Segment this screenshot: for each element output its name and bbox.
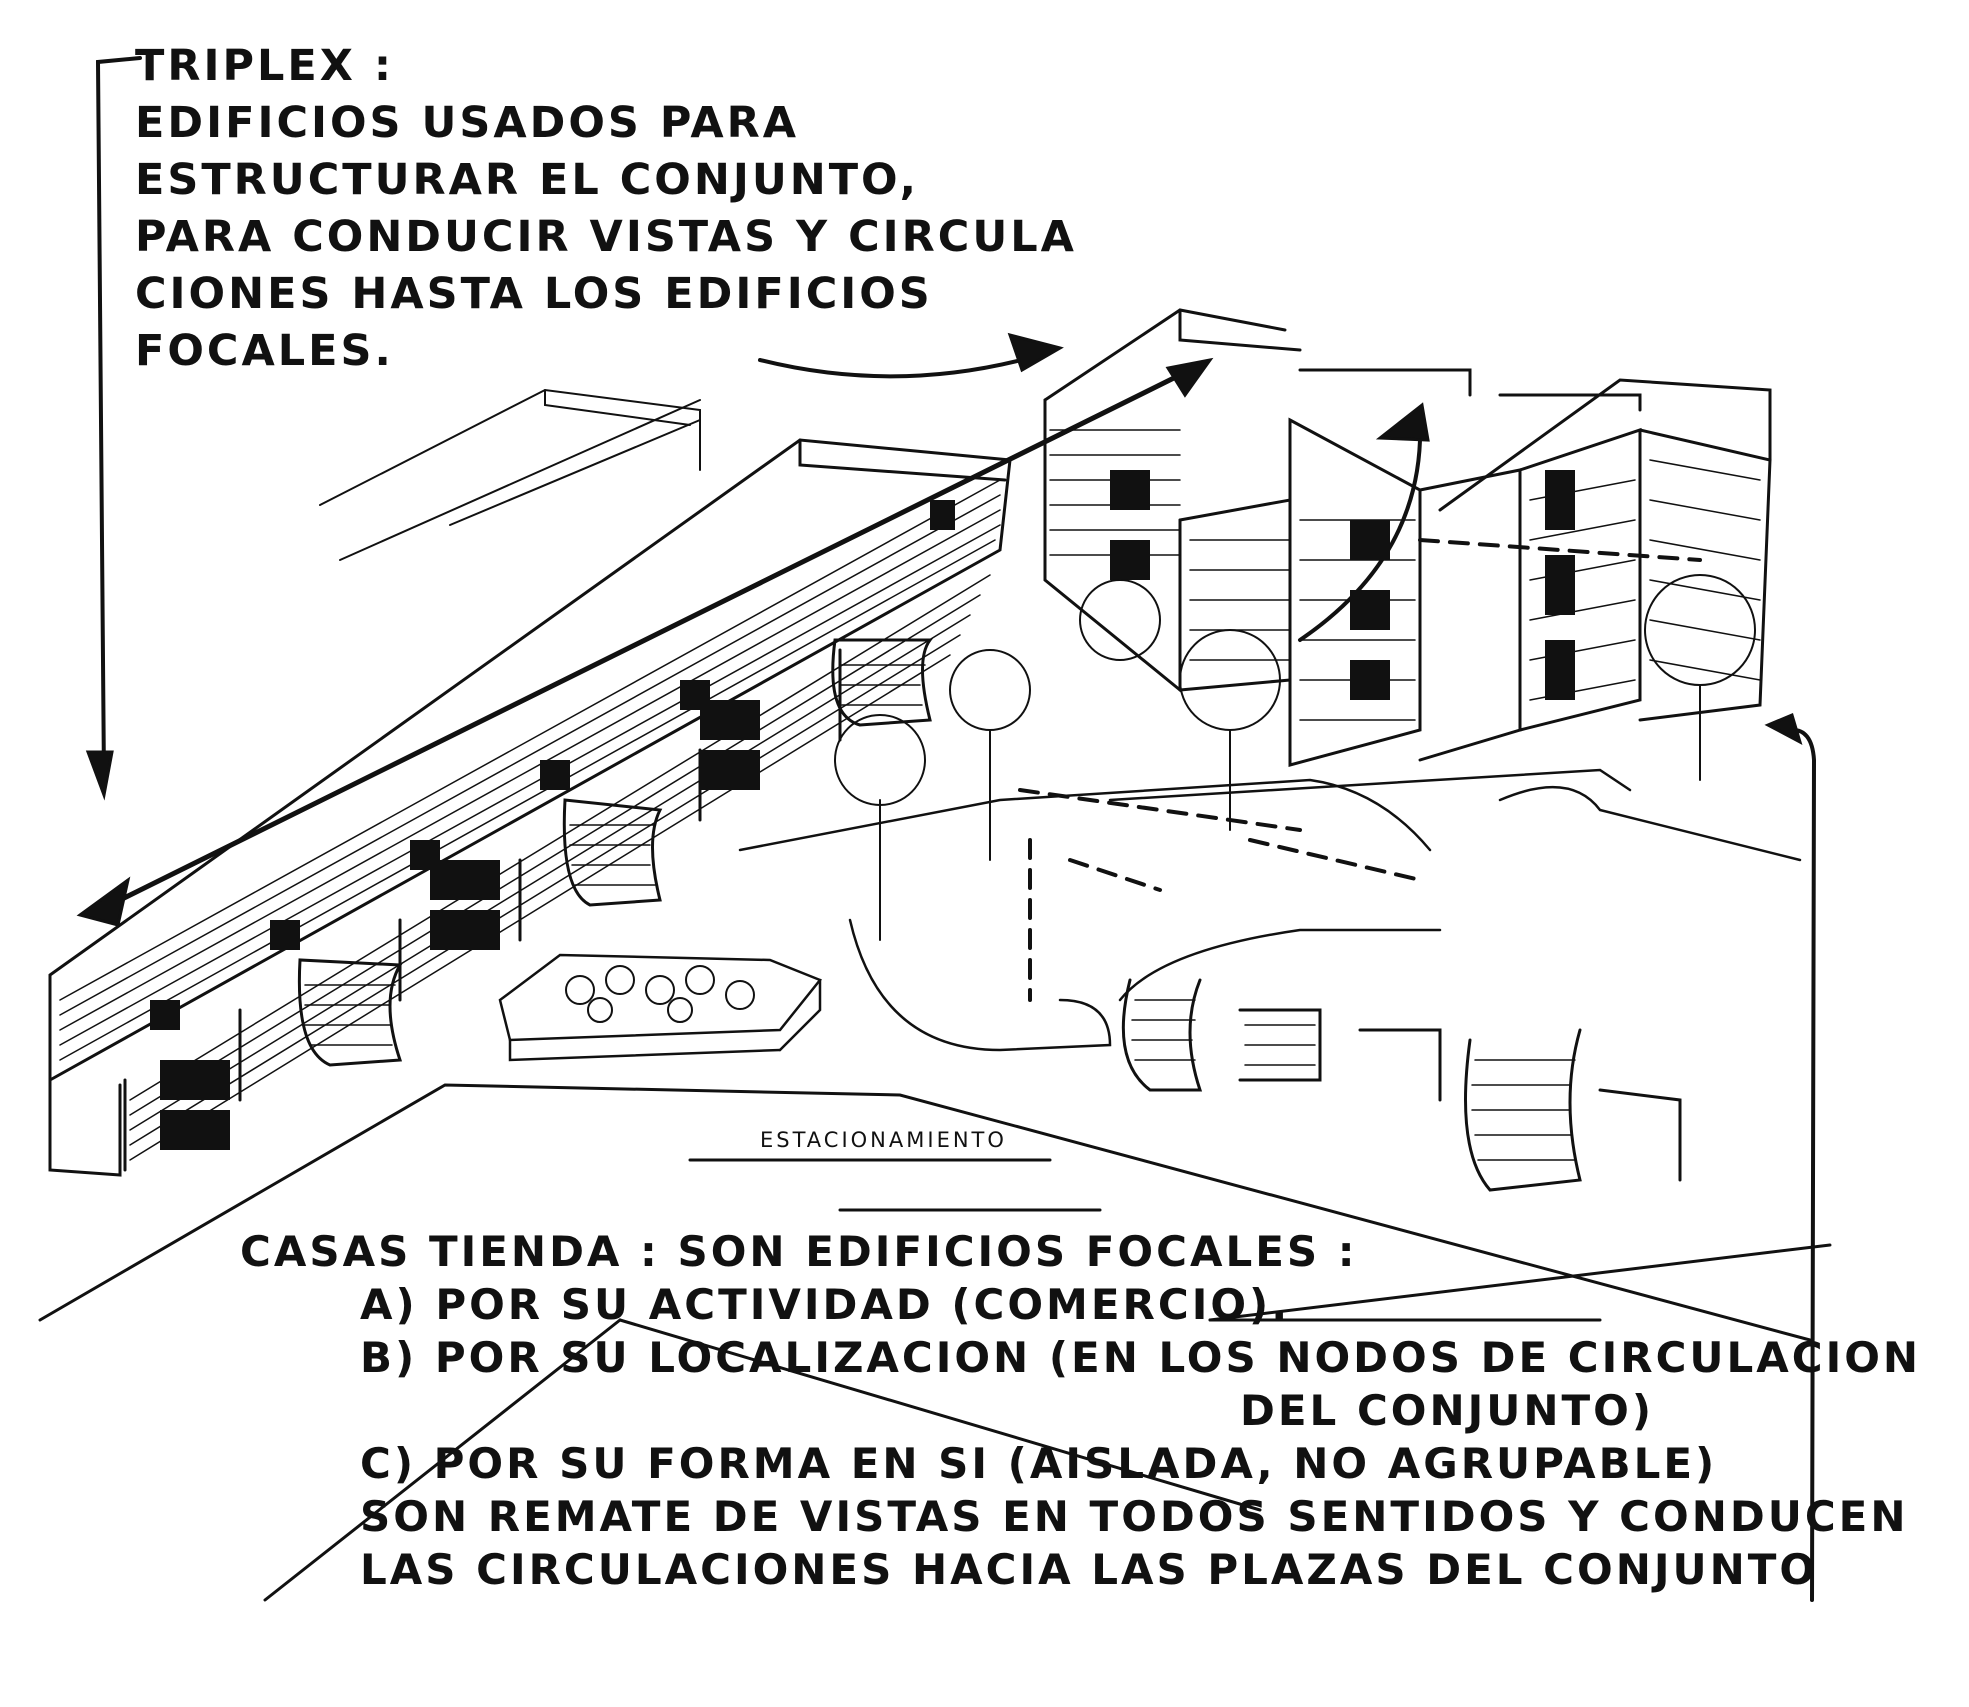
shop-houses — [1121, 978, 1682, 1192]
casas-item-a: a) POR SU ACTIVIDAD (COMERCIO). — [360, 1280, 1291, 1329]
tower-buildings — [1043, 308, 1772, 767]
casas-closing-2: LAS CIRCULACIONES HACIA LAS PLAZAS DEL C… — [360, 1545, 1819, 1594]
trees — [834, 574, 1756, 941]
casas-item-c: c) POR SU FORMA EN SI (AISLADA, NO AGRUP… — [360, 1439, 1718, 1488]
casas-item-b-cont: DEL CONJUNTO) — [1240, 1386, 1655, 1435]
casas-title: CASAS TIENDA : SON EDIFICIOS FOCALES : — [240, 1227, 1358, 1276]
right-bracket-arrow — [1764, 712, 1817, 1602]
curved-arrow — [758, 332, 1430, 642]
plaza — [498, 768, 1802, 1062]
curved-walls — [297, 638, 933, 1067]
triplex-note: TRIPLEX : EDIFICIOS USADOS PARA ESTRUCTU… — [135, 38, 1077, 380]
triplex-line-2: ESTRUCTURAR EL CONJUNTO, — [135, 155, 919, 205]
parking-lot — [38, 1083, 1832, 1602]
triplex-title: TRIPLEX : — [135, 41, 395, 91]
planter — [565, 965, 755, 1023]
background-buildings — [319, 388, 701, 561]
casas-tienda-note: CASAS TIENDA : SON EDIFICIOS FOCALES : a… — [240, 1225, 1921, 1596]
roof-arrow — [76, 357, 1214, 927]
triplex-line-5: FOCALES. — [135, 326, 394, 376]
triplex-line-1: EDIFICIOS USADOS PARA — [135, 98, 800, 148]
parking-label: ESTACIONAMIENTO — [760, 1128, 1007, 1152]
triplex-line-3: PARA CONDUCIR VISTAS Y CIRCULA — [135, 212, 1077, 262]
casas-closing-1: SON REMATE DE VISTAS EN TODOS SENTIDOS Y… — [360, 1492, 1909, 1541]
casas-item-b: b) POR SU LOCALIZACION (EN LOS NODOS DE … — [360, 1333, 1922, 1382]
triplex-line-4: CIONES HASTA LOS EDIFICIOS — [135, 269, 933, 319]
left-bracket-arrow — [85, 56, 142, 801]
triplex-building — [48, 438, 1012, 1177]
